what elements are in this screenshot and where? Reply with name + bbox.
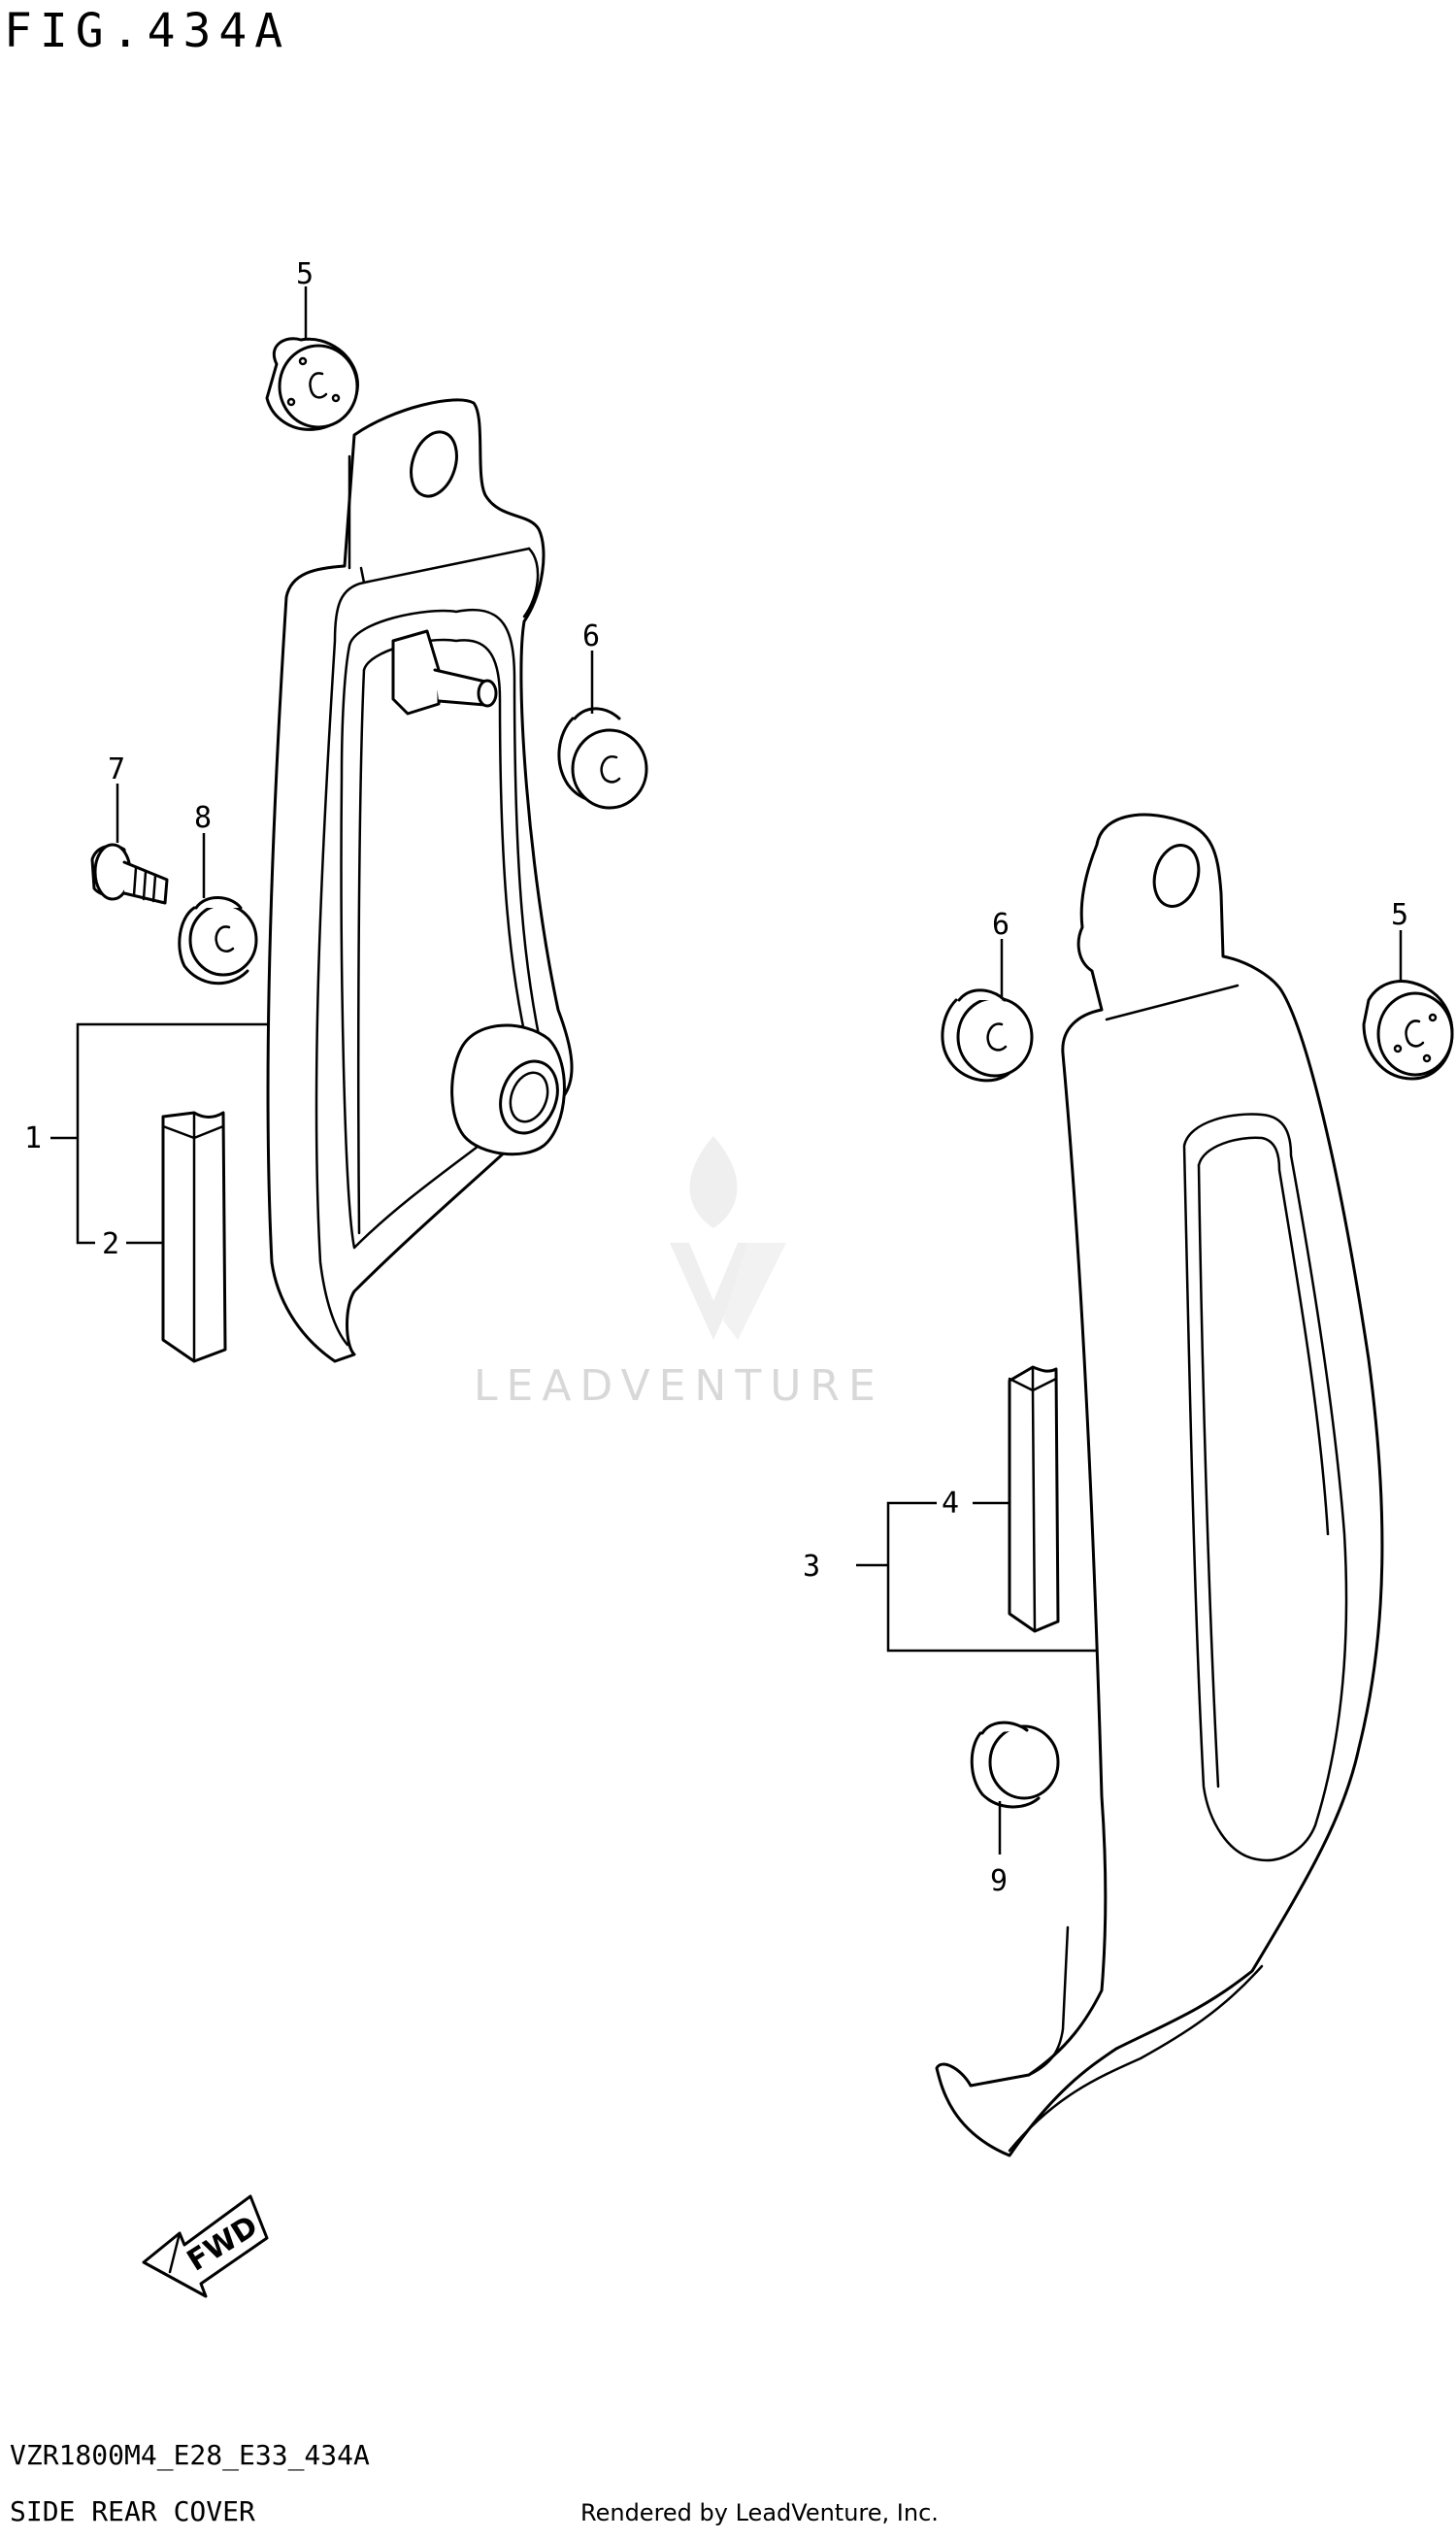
leadventure-logo-icon: [670, 1136, 786, 1340]
fwd-arrow-icon: FWD: [142, 2194, 269, 2298]
right-side-cover: [935, 813, 1384, 2157]
trim-strip-2: [161, 1111, 227, 1363]
diagram-code: VZR1800M4_E28_E33_434A: [10, 2439, 370, 2471]
grommet-9: [970, 1721, 1060, 1809]
grommet-6-left: [557, 707, 648, 810]
callout-6-right: 6: [992, 908, 1009, 942]
watermark-text: LEADVENTURE: [474, 1361, 884, 1411]
grommet-8: [178, 896, 258, 986]
callout-1: 1: [24, 1121, 42, 1155]
callout-5-left: 5: [296, 257, 314, 291]
figure-title: FIG.434A: [4, 4, 291, 58]
diagram-name: SIDE REAR COVER: [10, 2495, 255, 2527]
callout-4: 4: [942, 1487, 959, 1521]
grommet-6-right: [941, 988, 1034, 1083]
grommet-5-left: [265, 337, 359, 431]
left-side-cover: [266, 398, 574, 1363]
screw-7: [90, 843, 169, 905]
callout-2: 2: [102, 1227, 119, 1261]
callout-9: 9: [990, 1864, 1008, 1898]
grommet-5-right: [1362, 980, 1454, 1081]
leader-lines: [50, 286, 1403, 1855]
watermark: LEADVENTURE: [474, 1136, 884, 1411]
callout-labels: 5 6 7 8 1 2 6 5 4 3 9: [24, 257, 1408, 1898]
callout-8: 8: [194, 801, 212, 835]
render-credit: Rendered by LeadVenture, Inc.: [580, 2499, 939, 2526]
trim-strip-4: [1008, 1365, 1060, 1633]
callout-5-right: 5: [1391, 898, 1408, 932]
callout-3: 3: [803, 1550, 820, 1584]
callout-7: 7: [108, 752, 125, 786]
callout-6-left: 6: [582, 619, 600, 653]
